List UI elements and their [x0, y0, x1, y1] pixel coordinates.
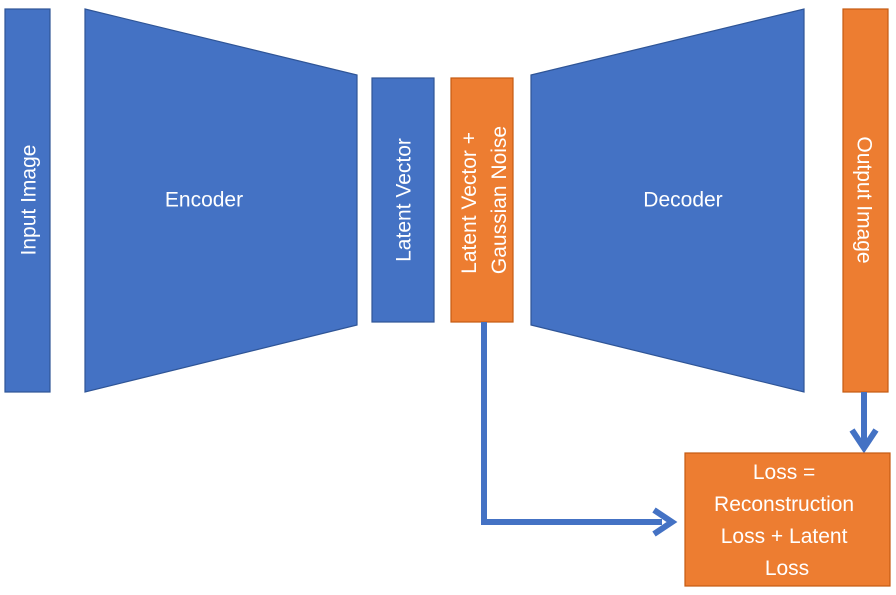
loss-shape: [684, 452, 891, 587]
input-image-shape: [4, 8, 51, 393]
noisy-latent-line1: Latent Vector +: [458, 132, 481, 274]
noisy-latent-block: Latent Vector + Gaussian Noise: [450, 77, 514, 323]
decoder-block: Decoder: [530, 8, 805, 393]
noisy-latent-to-loss-arrowhead: [652, 507, 678, 537]
input-image-label: Input Image: [18, 145, 41, 256]
output-to-loss-arrow: [849, 392, 879, 454]
loss-line1: Loss =: [753, 461, 815, 484]
latent-vector-shape: [371, 77, 435, 323]
encoder-shape: [84, 8, 358, 393]
noisy-latent-to-loss-line: [481, 322, 662, 525]
encoder-label: Encoder: [165, 189, 243, 212]
output-image-label: Output Image: [853, 136, 876, 263]
loss-line2: Reconstruction: [714, 493, 854, 516]
output-to-loss-arrowhead: [849, 428, 879, 454]
latent-vector-label: Latent Vector: [393, 138, 416, 262]
loss-line3: Loss + Latent: [721, 525, 848, 548]
noisy-latent-to-loss-arrow: [481, 322, 678, 537]
noisy-latent-line2: Gaussian Noise: [488, 126, 511, 274]
latent-vector-block: Latent Vector: [371, 77, 435, 323]
noisy-latent-shape: [450, 77, 514, 323]
encoder-block: Encoder: [84, 8, 358, 393]
loss-label: Loss = Reconstruction Loss + Latent Loss: [714, 461, 860, 580]
output-image-shape: [842, 8, 889, 393]
output-image-block: Output Image: [842, 8, 889, 393]
noisy-latent-label: Latent Vector + Gaussian Noise: [458, 126, 511, 274]
decoder-shape: [530, 8, 805, 393]
decoder-label: Decoder: [643, 189, 722, 212]
loss-line4: Loss: [765, 557, 809, 580]
loss-block: Loss = Reconstruction Loss + Latent Loss: [684, 452, 891, 587]
input-image-block: Input Image: [4, 8, 51, 393]
